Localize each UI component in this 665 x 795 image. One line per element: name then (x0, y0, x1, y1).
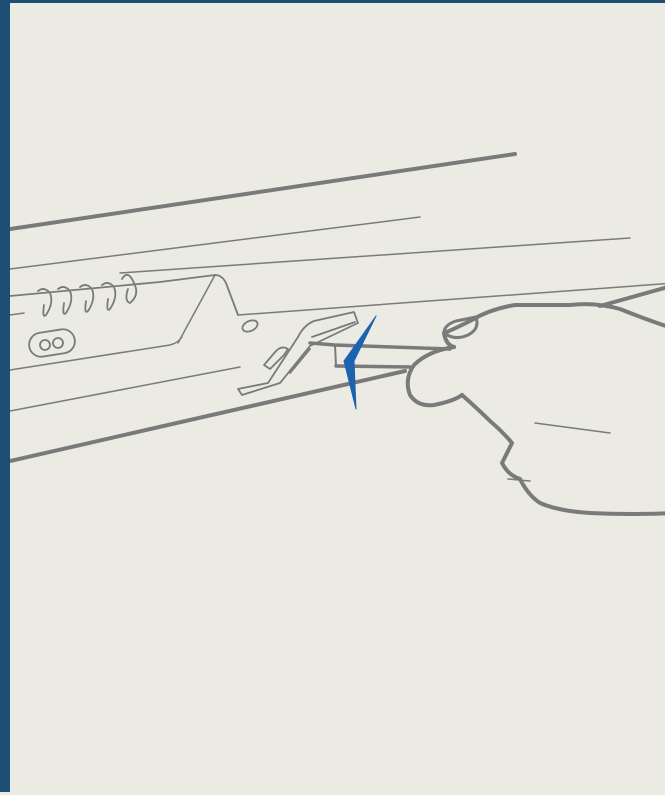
vent-fins (38, 275, 136, 316)
release-latch (238, 312, 358, 395)
hand (408, 285, 665, 514)
power-inlet-icon (27, 328, 76, 359)
release-arrow-icon (344, 316, 376, 409)
instruction-illustration (10, 3, 665, 795)
device-top-rails (10, 154, 630, 273)
mounting-hole (241, 318, 260, 334)
